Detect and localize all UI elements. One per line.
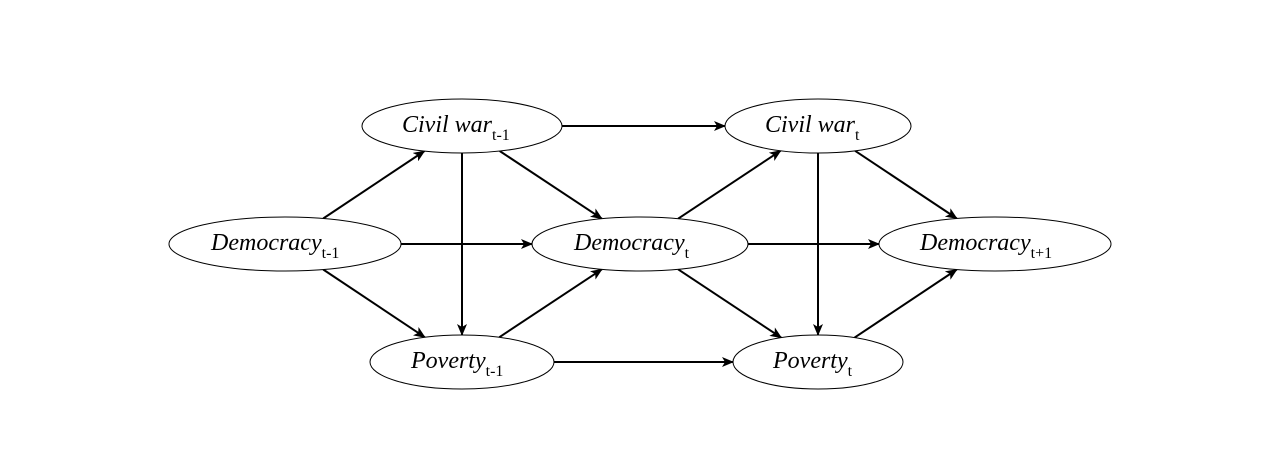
node-democracy-t-minus-1: Democracyt-1 xyxy=(168,216,402,272)
node-subscript: t xyxy=(848,363,853,380)
node-civil-war-t-minus-1: Civil wart-1 xyxy=(361,98,563,154)
edge-arrow-democracy-t-minus-1-to-poverty-t-minus-1 xyxy=(322,268,426,339)
edges-layer xyxy=(322,121,958,367)
edge-arrow-democracy-t-to-poverty-t xyxy=(677,268,783,339)
node-subscript: t-1 xyxy=(486,363,504,380)
svg-text:Civil wart-1: Civil wart-1 xyxy=(402,112,510,144)
node-subscript: t xyxy=(855,127,860,144)
node-label: Democracy xyxy=(919,230,1031,256)
node-democracy-t-plus-1: Democracyt+1 xyxy=(878,216,1112,272)
node-poverty-t: Povertyt xyxy=(732,334,904,390)
node-subscript: t+1 xyxy=(1031,245,1052,262)
node-label: Poverty xyxy=(772,348,848,374)
node-subscript: t xyxy=(685,245,690,262)
edge-arrow-poverty-t-minus-1-to-democracy-t xyxy=(498,268,603,339)
svg-text:Civil wart: Civil wart xyxy=(765,112,860,144)
edge-arrow-civil-war-t-to-democracy-t-plus-1 xyxy=(854,149,958,220)
node-label: Civil war xyxy=(402,112,493,138)
node-label: Democracy xyxy=(210,230,322,256)
svg-text:Povertyt-1: Povertyt-1 xyxy=(410,348,503,380)
node-civil-war-t: Civil wart xyxy=(724,98,912,154)
node-poverty-t-minus-1: Povertyt-1 xyxy=(369,334,555,390)
node-label: Poverty xyxy=(410,348,486,374)
node-label: Civil war xyxy=(765,112,856,138)
edge-arrow-civil-war-t-minus-1-to-democracy-t xyxy=(499,150,603,220)
node-subscript: t-1 xyxy=(322,245,340,262)
svg-text:Povertyt: Povertyt xyxy=(772,348,853,380)
node-subscript: t-1 xyxy=(492,127,510,144)
svg-text:Democracyt-1: Democracyt-1 xyxy=(210,230,339,262)
edge-arrow-poverty-t-to-democracy-t-plus-1 xyxy=(854,268,958,339)
edge-arrow-democracy-t-to-civil-war-t xyxy=(677,149,782,220)
svg-text:Democracyt: Democracyt xyxy=(573,230,690,262)
node-democracy-t: Democracyt xyxy=(531,216,749,272)
node-label: Democracy xyxy=(573,230,685,256)
edge-arrow-democracy-t-minus-1-to-civil-war-t-minus-1 xyxy=(322,150,426,220)
svg-text:Democracyt+1: Democracyt+1 xyxy=(919,230,1052,262)
